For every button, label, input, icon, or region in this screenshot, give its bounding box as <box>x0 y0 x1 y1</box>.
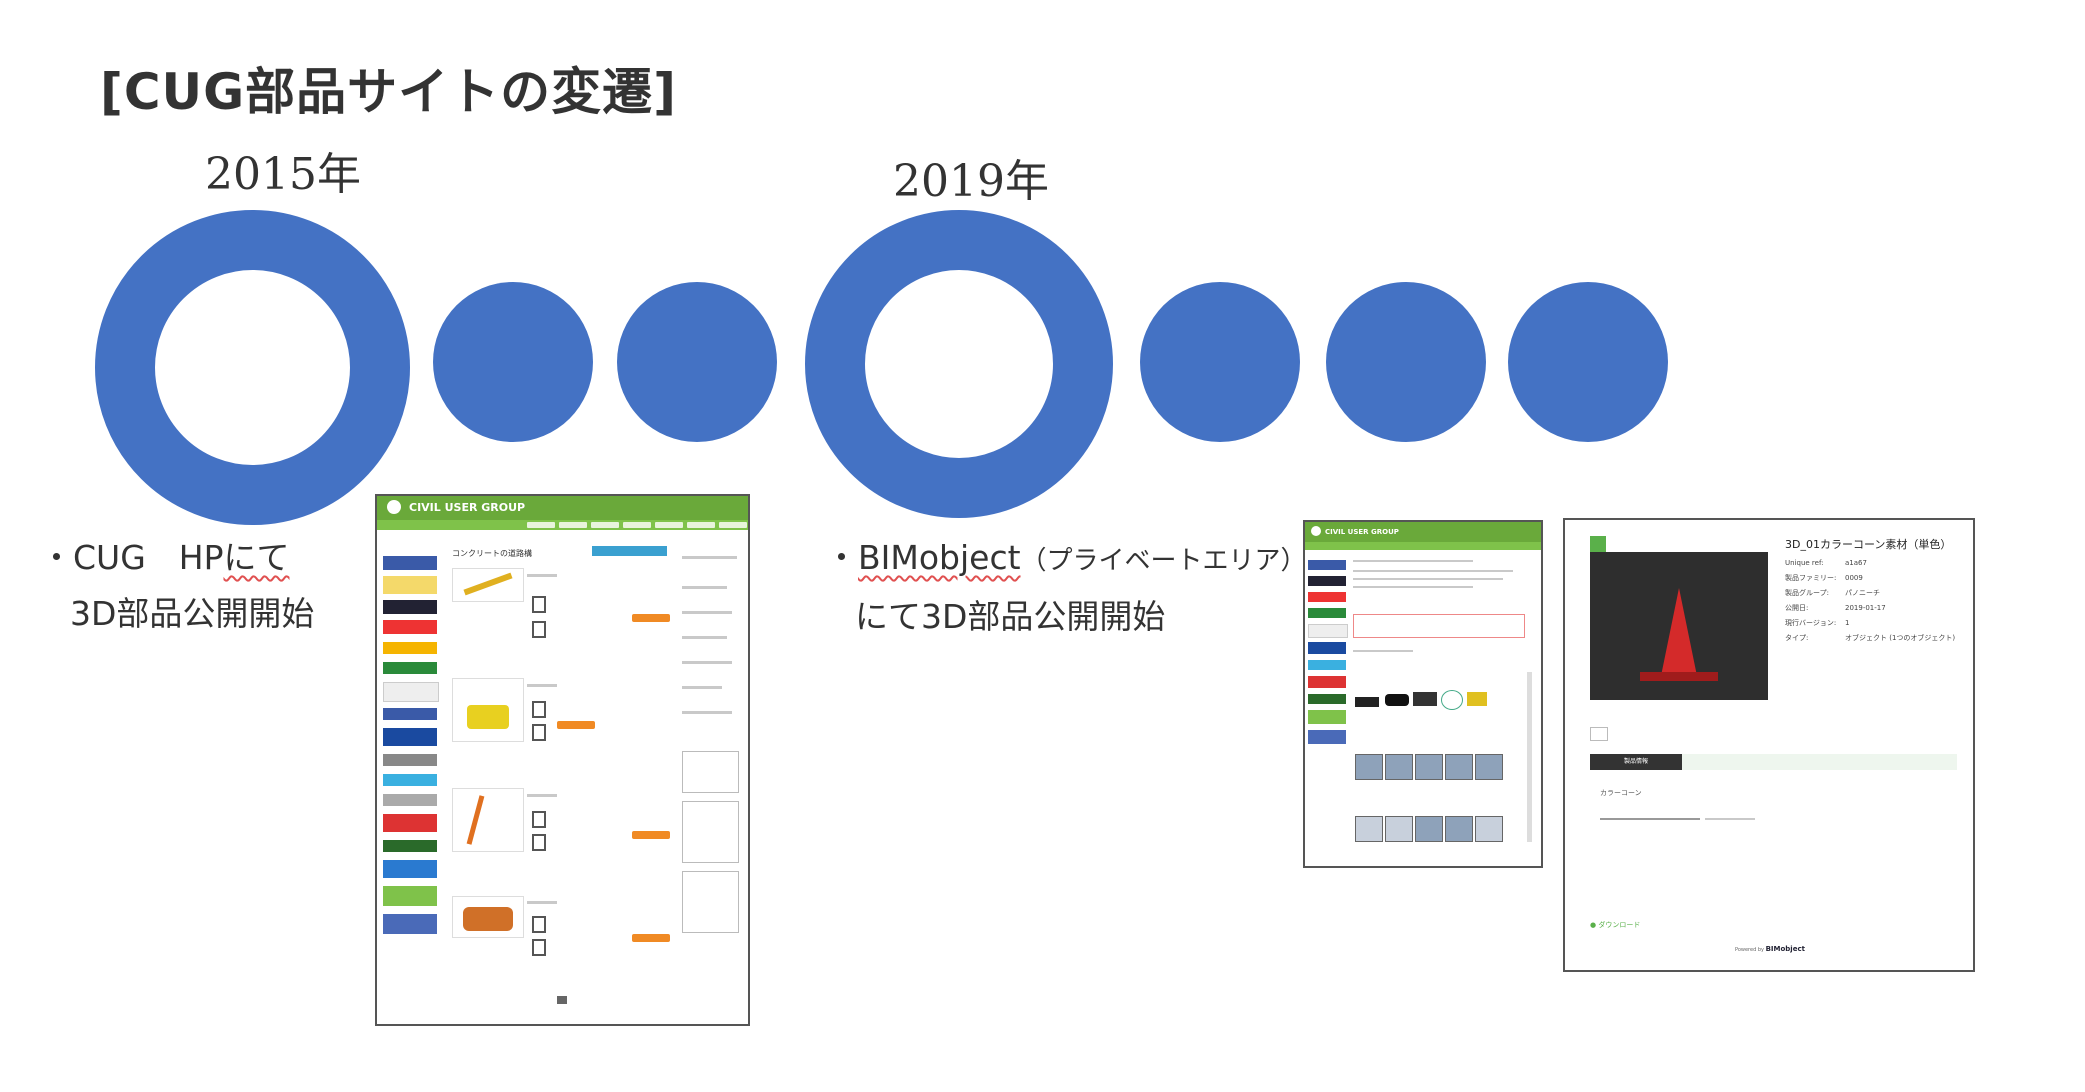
caption-2019-line2: にて3D部品公開開始 <box>855 597 1166 636</box>
section-label: カラーコーン <box>1600 789 1642 797</box>
milestone-ring-2015 <box>95 210 410 525</box>
site-header-text: CIVIL USER GROUP <box>1325 528 1399 536</box>
timeline-dot <box>1140 282 1300 442</box>
back-button[interactable] <box>1590 536 1606 552</box>
site-header: CIVIL USER GROUP <box>377 496 748 520</box>
tab-bar <box>1682 754 1957 770</box>
screenshot-bimobject-detail: 3D_01カラーコーン素材（単色） Unique ref:a1a67 製品ファミ… <box>1563 518 1975 972</box>
caption-2019-area: （プライベートエリア） <box>1020 546 1307 576</box>
sidebar-banners <box>381 536 439 1006</box>
timeline-dot <box>617 282 777 442</box>
part-thumbnail <box>452 788 524 852</box>
scrollbar[interactable] <box>1527 672 1532 842</box>
timeline-dot <box>1326 282 1486 442</box>
powered-by: Powered by BIMobject <box>1735 945 1805 953</box>
part-thumbnail <box>452 568 524 602</box>
share-button[interactable] <box>1590 727 1608 741</box>
year-label-2019: 2019年 <box>893 156 1049 207</box>
object-title: 3D_01カラーコーン素材（単色） <box>1785 538 1952 551</box>
screenshot-cug-parts-page: CIVIL USER GROUP コンクリートの道路構 <box>375 494 750 1026</box>
object-fields: Unique ref:a1a67 製品ファミリー:0009 製品グループ:パノニ… <box>1785 559 1956 642</box>
timeline-dot <box>1508 282 1668 442</box>
bullet: ・ <box>825 538 858 577</box>
sidebar-banners <box>1308 556 1348 836</box>
download-button[interactable]: ● ダウンロード <box>1590 921 1641 929</box>
caption-2019: ・BIMobject（プライベートエリア） にて3D部品公開開始 <box>825 530 1307 645</box>
logo-icon <box>387 500 401 514</box>
page-title: [CUG部品サイトの変遷] <box>100 63 678 121</box>
site-header-text: CIVIL USER GROUP <box>409 501 526 514</box>
nav-tabs <box>377 520 748 530</box>
section-title: コンクリートの道路構 <box>452 549 532 558</box>
object-preview[interactable] <box>1590 552 1768 700</box>
site-header: CIVIL USER GROUP <box>1305 522 1541 542</box>
tab-product-info[interactable]: 製品情報 <box>1590 754 1682 770</box>
cone-icon <box>1661 588 1697 676</box>
caption-2019-site: BIMobject <box>858 538 1021 577</box>
download-icon: ● <box>1590 921 1599 929</box>
year-label-2015: 2015年 <box>205 149 361 200</box>
timeline-dot <box>433 282 593 442</box>
screenshot-bimobject-list: CIVIL USER GROUP <box>1303 520 1543 868</box>
caption-2015-line2: 3D部品公開開始 <box>70 594 315 633</box>
brand-logo: BIMobject <box>1765 945 1805 953</box>
nav-tabs <box>1305 542 1541 550</box>
bullet: ・ <box>40 538 73 577</box>
caption-2015-suffix: にて <box>223 538 290 577</box>
logo-icon <box>1311 526 1321 536</box>
part-thumbnail <box>452 678 524 742</box>
milestone-ring-2019 <box>805 210 1113 518</box>
caption-2015: ・CUG HPにて 3D部品公開開始 <box>40 530 314 642</box>
caption-2015-site: CUG HP <box>73 538 224 577</box>
part-thumbnail <box>452 896 524 938</box>
